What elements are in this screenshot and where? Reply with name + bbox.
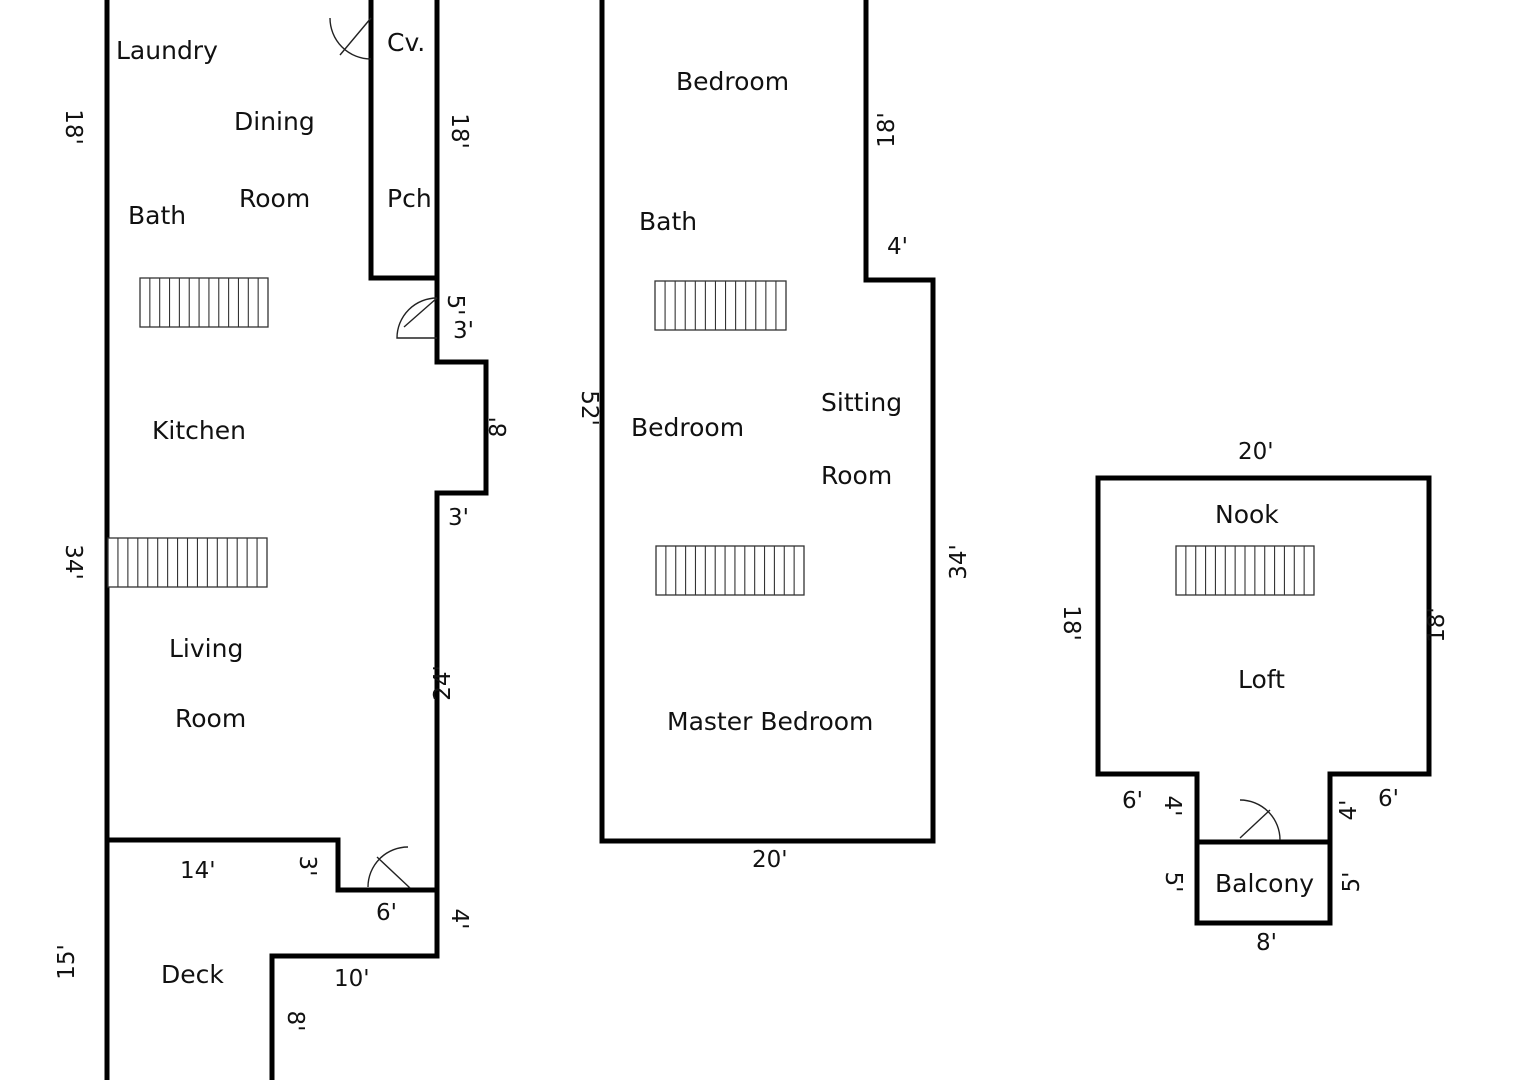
room-label-bath: Bath — [128, 201, 186, 230]
room-label-living-room: Room — [175, 704, 246, 733]
dim-label: 3' — [448, 505, 469, 531]
balcony-door — [1239, 799, 1281, 841]
room-label-loft: Loft — [1238, 665, 1285, 694]
loft-stairs — [1175, 545, 1315, 596]
dim-label: 8' — [486, 417, 512, 438]
room-label-nook: Nook — [1215, 500, 1279, 529]
dim-label: 4' — [1336, 800, 1362, 821]
dim-label: 4' — [446, 909, 472, 930]
dim-label: 3' — [453, 318, 474, 344]
dim-label: 6' — [1122, 788, 1143, 814]
dim-label: 5' — [442, 295, 468, 316]
dim-label: 6' — [376, 900, 397, 926]
dim-label: 18' — [1058, 605, 1084, 641]
dim-label: 34' — [946, 544, 972, 580]
room-label-cv: Cv. — [387, 28, 425, 57]
dim-label: 8' — [1256, 930, 1277, 956]
porch-door — [396, 297, 438, 339]
loft-walls — [1095, 475, 1432, 926]
main-stairs-lower — [107, 537, 268, 588]
room-label-laundry: Laundry — [116, 36, 218, 65]
dim-label: 5' — [1160, 872, 1186, 893]
room-label-bedroom-top: Bedroom — [676, 67, 789, 96]
dim-label: 8' — [282, 1011, 308, 1032]
dim-label: 34' — [60, 544, 86, 580]
room-label-kitchen: Kitchen — [152, 416, 246, 445]
dim-label: 10' — [334, 966, 370, 992]
room-label-sitting: Sitting — [821, 388, 902, 417]
dim-label: 4' — [887, 234, 908, 260]
second-floor: Bedroom Bath Bedroom Sitting Room Master… — [576, 0, 972, 873]
dim-label: 18' — [874, 112, 900, 148]
room-label-bath: Bath — [639, 207, 697, 236]
room-label-living: Living — [169, 634, 243, 663]
room-label-pch: Pch — [387, 184, 432, 213]
dim-label: 20' — [752, 847, 788, 873]
room-label-master-bedroom: Master Bedroom — [667, 707, 873, 736]
dim-label: 3' — [294, 856, 320, 877]
loft-floor: Nook Loft Balcony 20' 18' 18' 6' 4' 4' 6… — [1058, 439, 1450, 956]
second-stairs-upper — [654, 280, 787, 331]
room-label-balcony: Balcony — [1215, 869, 1314, 898]
room-label-deck: Deck — [161, 960, 224, 989]
porch-walls — [368, 0, 440, 281]
dim-label: 14' — [180, 858, 216, 884]
dim-label: 15' — [54, 944, 80, 980]
dim-label: 18' — [1424, 607, 1450, 643]
room-label-dining: Dining — [234, 107, 315, 136]
dim-label: 4' — [1159, 796, 1185, 817]
second-floor-walls — [599, 0, 936, 844]
main-floor-outer-walls — [104, 0, 489, 1080]
dim-label: 24' — [430, 665, 456, 701]
dim-label: 52' — [576, 390, 602, 426]
room-label-bedroom: Bedroom — [631, 413, 744, 442]
second-stairs-lower — [655, 545, 805, 596]
room-label-sitting-room: Room — [821, 461, 892, 490]
dim-label: 20' — [1238, 439, 1274, 465]
deck-door — [367, 846, 411, 889]
closet-door — [329, 17, 372, 60]
room-label-dining-room: Room — [239, 184, 310, 213]
dim-label: 18' — [446, 113, 472, 149]
dim-label: 18' — [60, 109, 86, 145]
dim-label: 5' — [1339, 872, 1365, 893]
main-floor: Laundry Cv. Dining Room Bath Pch Kitchen… — [54, 0, 512, 1080]
main-stairs-upper — [139, 277, 269, 328]
dim-label: 6' — [1378, 786, 1399, 812]
